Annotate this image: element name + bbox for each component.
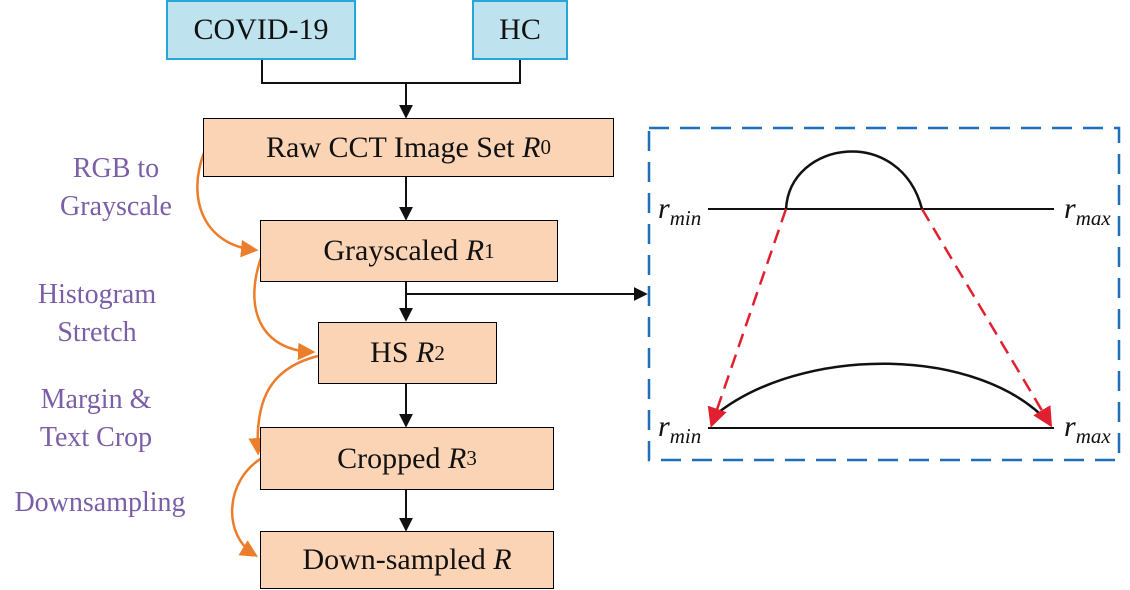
step-crop-sub: 3 [466,446,477,470]
inset-bottom-right-base: r [1064,410,1076,443]
input-covid-label: COVID-19 [193,13,329,46]
inset-top-left-base: r [658,192,670,225]
step-gray-text: Grayscaled [323,234,466,267]
step-raw-var: R [522,130,541,164]
inset-histogram-stretched [713,362,1051,425]
stretch-arrow-right [920,208,1053,428]
stretch-arrow-left [707,208,788,428]
step-crop-text: Cropped [337,441,448,475]
step-gray-var: R [465,234,485,267]
curve-arrow-hist [253,254,316,361]
inset-bottom-right-label: rmax [1064,410,1111,449]
inset-top-left-sub: min [669,206,702,230]
input-hc: HC [472,0,568,60]
step-down-var: R [493,543,512,576]
curve-arrow-rgb [196,149,259,258]
inset-bottom-left-sub: min [669,424,702,448]
step-down: Down-sampled R [260,531,554,589]
label-downsampling: Downsampling [0,484,200,522]
inset-top-right-sub: max [1075,206,1111,230]
inset-top-right-label: rmax [1064,192,1111,231]
label-hist-line2: Stretch [57,317,137,348]
label-downsampling-text: Downsampling [14,487,186,518]
step-crop-var: R [448,441,467,475]
inset-bottom-right-sub: max [1075,424,1111,448]
inset-top-right-base: r [1064,192,1076,225]
step-hs-sub: 2 [434,340,445,365]
label-margin-line2: Text Crop [39,422,153,453]
inset-bottom-left-label: rmin [658,410,701,449]
step-hs-text: HS [370,336,417,369]
label-hist: Histogram Stretch [22,276,172,352]
inset-bottom-left-base: r [658,410,670,443]
label-rgb-line2: Grayscale [60,191,172,222]
inset-histogram-original [784,150,924,210]
step-hs-var: R [416,336,435,369]
label-margin-line1: Margin & [40,384,152,415]
label-rgb-line1: RGB to [72,153,160,184]
label-rgb: RGB to Grayscale [42,150,190,226]
inset-top-left-label: rmin [658,192,701,231]
curve-arrow-downsampling [231,456,263,557]
step-down-text: Down-sampled [302,543,494,576]
input-hc-label: HC [499,13,541,46]
step-gray-sub: 1 [484,238,495,263]
step-raw-sub: 0 [540,135,551,159]
label-hist-line1: Histogram [37,279,157,310]
step-raw-text: Raw CCT Image Set [266,130,523,164]
merge-line [261,60,521,84]
curve-arrow-margin [248,354,319,456]
input-covid: COVID-19 [166,0,356,60]
inset-frame [647,126,1121,462]
label-margin: Margin & Text Crop [20,381,172,457]
